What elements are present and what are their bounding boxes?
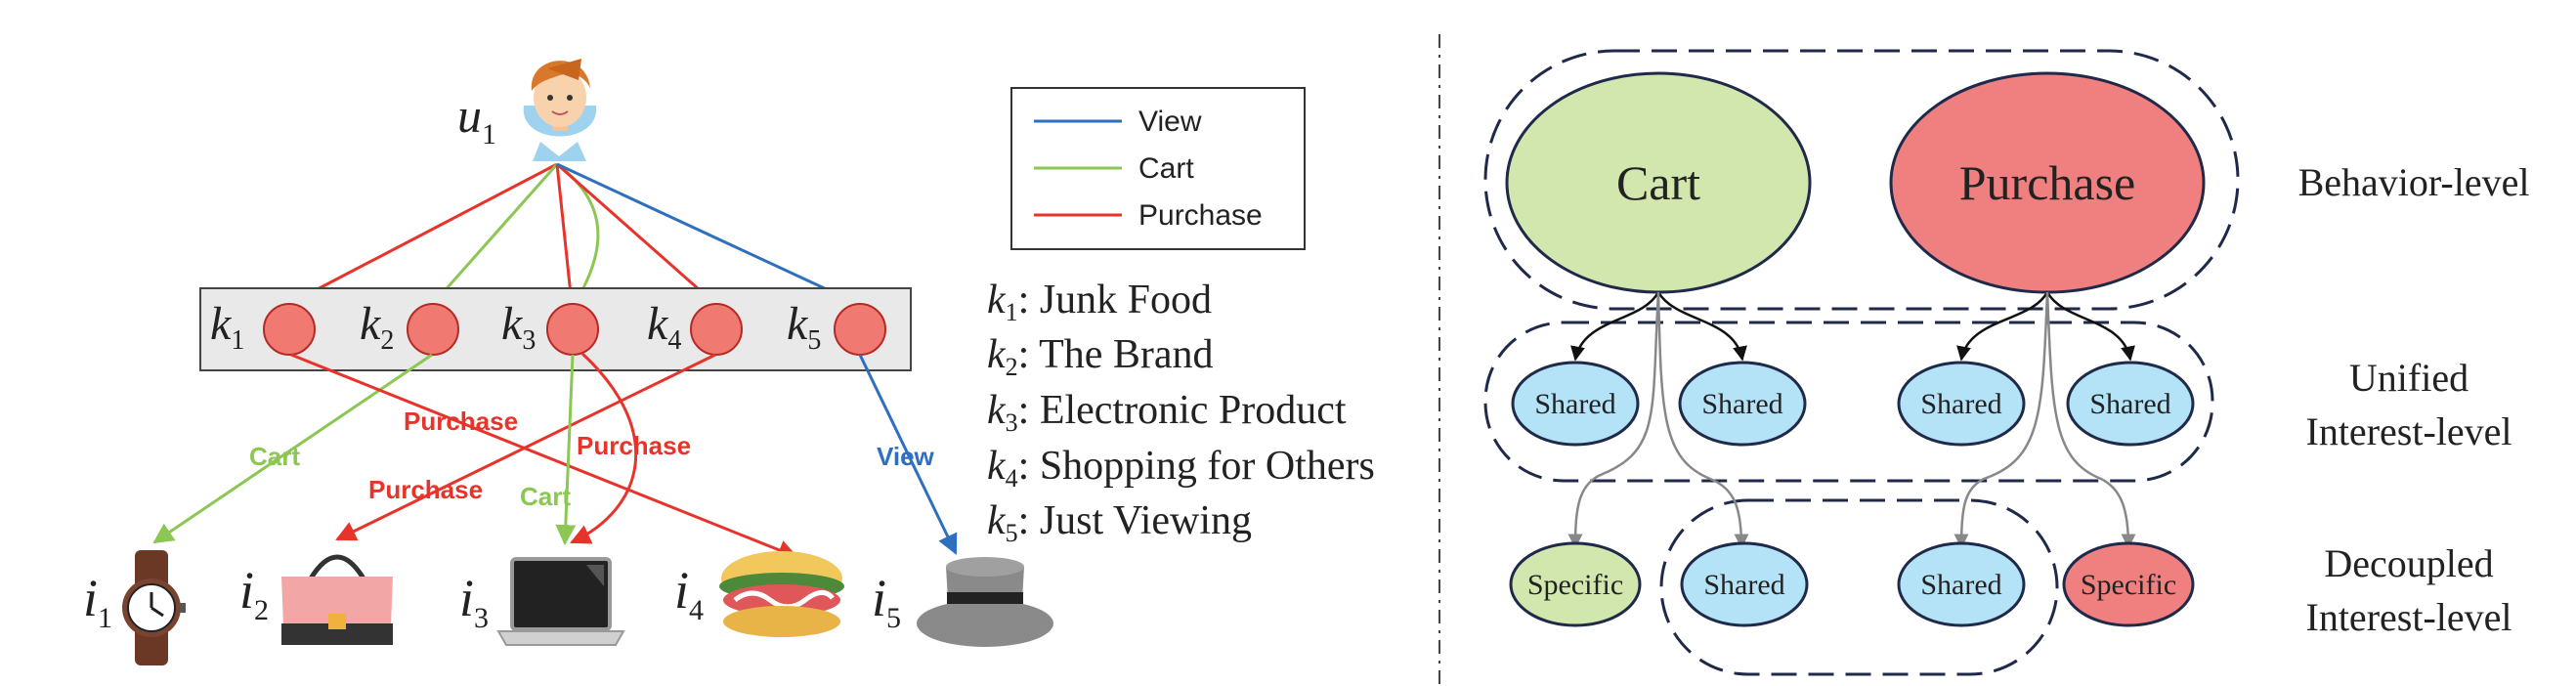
svg-text:Purchase: Purchase (1138, 199, 1263, 232)
svg-text:Shared: Shared (2089, 388, 2170, 420)
decoupled-node-shared-1: Shared (1680, 541, 1809, 627)
unified-level-label-line1: Unified (2349, 356, 2469, 400)
unified-nodes: Shared Shared Shared Shared (1511, 361, 2195, 447)
item-i5: i5 (872, 557, 1053, 647)
unified-node-3: Shared (1897, 361, 2026, 447)
interest-node-k5: k5 (787, 298, 886, 356)
legend: View Cart Purchase (1010, 87, 1306, 250)
item-i4: i4 (674, 551, 844, 637)
user-avatar-icon (523, 59, 597, 161)
left-panel: u1 View Cart Purch (83, 59, 1375, 665)
definition-k2: k2: The Brand (987, 332, 1214, 381)
behavior-level-label: Behavior-level (2298, 160, 2530, 204)
behavior-node-cart: Cart (1505, 71, 1812, 294)
unified-node-1: Shared (1511, 361, 1640, 447)
edge-label-purchase-2: Purchase (577, 431, 691, 460)
decoupled-group-outline (1659, 498, 2059, 676)
items: i1 i2 i3 (83, 550, 1053, 665)
svg-text:i1: i1 (83, 569, 112, 634)
decoupled-arrows (1567, 291, 2136, 549)
edge-label-purchase-3: Purchase (368, 475, 483, 504)
definition-k4: k4: Shopping for Others (987, 444, 1375, 493)
item-i3: i3 (459, 557, 625, 646)
legend-item-purchase: Purchase (1034, 199, 1263, 232)
handbag-icon (281, 554, 393, 645)
svg-text:Cart: Cart (1616, 155, 1700, 210)
svg-text:k4: k4 (647, 298, 681, 356)
laptop-icon (496, 557, 625, 646)
legend-item-cart: Cart (1034, 152, 1194, 185)
group-outlines (1483, 49, 2240, 676)
svg-text:k3: k3 (501, 298, 536, 356)
definition-k5: k5: Just Viewing (987, 498, 1252, 547)
item-i2: i2 (239, 554, 393, 645)
svg-text:Shared: Shared (1701, 388, 1782, 420)
level-labels: Behavior-level Unified Interest-level De… (2298, 160, 2530, 639)
decoupled-node-shared-2: Shared (1897, 541, 2026, 627)
decoupled-nodes: Specific Shared Shared Specific (1509, 541, 2195, 627)
hat-icon (917, 557, 1053, 647)
interest-nodes: k1 k2 k3 k4 k5 (210, 298, 886, 356)
svg-text:i4: i4 (674, 561, 704, 626)
interest-node-k1: k1 (210, 298, 316, 356)
interest-item-edges (152, 352, 958, 560)
item-i1: i1 (83, 550, 186, 665)
svg-text:Shared: Shared (1534, 388, 1615, 420)
decoupled-level-label-line1: Decoupled (2324, 541, 2493, 585)
edge-label-cart-2: Cart (520, 482, 571, 511)
definition-k1: k1: Junk Food (987, 278, 1212, 326)
legend-item-view: View (1034, 106, 1202, 138)
unified-node-2: Shared (1678, 361, 1807, 447)
hotdog-icon (719, 551, 844, 637)
right-panel: Cart Purchase Shared (1483, 49, 2530, 676)
interest-node-k4: k4 (647, 298, 743, 356)
svg-text:Shared: Shared (1703, 569, 1784, 601)
unified-level-label-line2: Interest-level (2306, 409, 2512, 453)
decoupled-node-specific-cart: Specific (1509, 541, 1642, 627)
interest-definitions: k1: Junk Food k2: The Brand k3: Electron… (987, 278, 1375, 547)
svg-text:i2: i2 (239, 561, 269, 626)
svg-text:Specific: Specific (2081, 569, 2176, 601)
unified-node-4: Shared (2066, 361, 2195, 447)
edge-label-purchase-1: Purchase (404, 407, 518, 436)
behavior-group-outline (1483, 49, 2240, 311)
decoupled-level-label-line2: Interest-level (2306, 595, 2512, 639)
svg-text:Shared: Shared (1920, 569, 2001, 601)
decoupled-node-specific-purchase: Specific (2062, 541, 2195, 627)
edge-label-view: View (877, 442, 935, 471)
behavior-nodes: Cart Purchase (1505, 71, 2206, 294)
watch-icon (122, 550, 186, 665)
user-label: u1 (457, 88, 496, 150)
interest-node-k3: k3 (501, 298, 599, 356)
definition-k3: k3: Electronic Product (987, 388, 1347, 437)
svg-text:k5: k5 (787, 298, 821, 356)
svg-text:Purchase: Purchase (1959, 155, 2136, 210)
unified-arrows (1570, 291, 2135, 362)
svg-text:Cart: Cart (1138, 152, 1194, 185)
user-interest-edges (288, 162, 859, 306)
interest-node-k2: k2 (360, 298, 459, 356)
svg-text:k2: k2 (360, 298, 394, 356)
edge-label-cart-1: Cart (249, 442, 300, 471)
unified-group-outline (1483, 321, 2214, 483)
behavior-node-purchase: Purchase (1889, 71, 2206, 294)
svg-text:i5: i5 (872, 569, 901, 634)
svg-text:i3: i3 (459, 569, 489, 634)
svg-text:View: View (1138, 106, 1202, 138)
svg-text:Shared: Shared (1920, 388, 2001, 420)
svg-text:Specific: Specific (1527, 569, 1623, 601)
svg-text:k1: k1 (210, 298, 244, 356)
edge-labels: Cart Purchase Purchase Purchase Cart Vie… (249, 407, 935, 511)
